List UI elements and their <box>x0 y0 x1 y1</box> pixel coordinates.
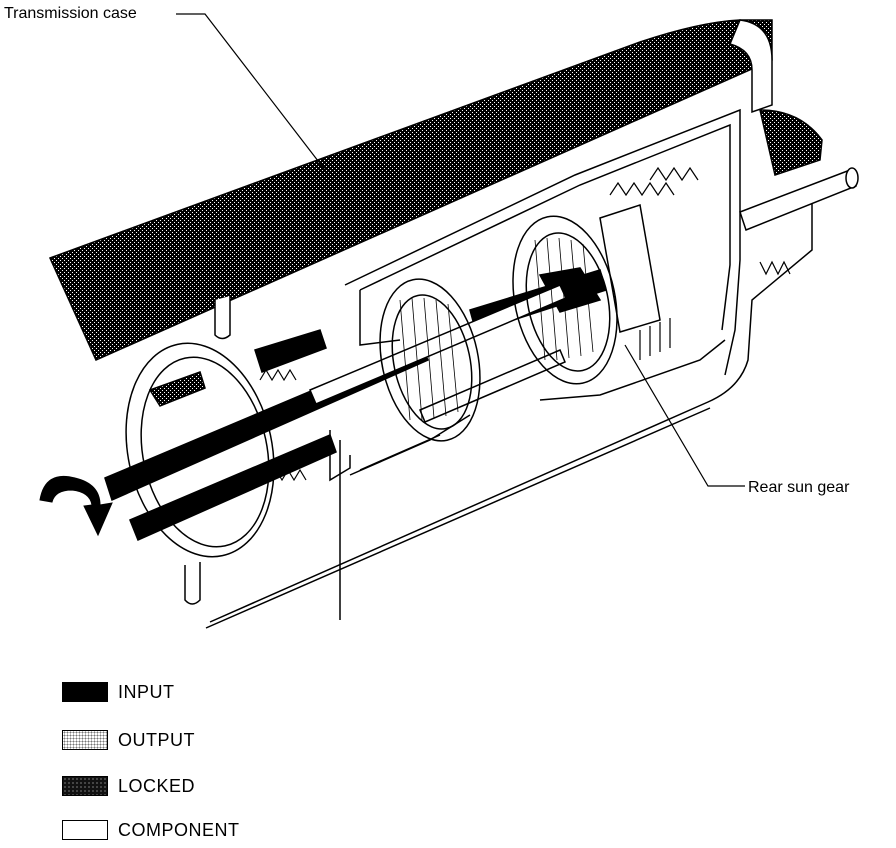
legend-label: INPUT <box>118 681 175 702</box>
front-planetary <box>379 278 481 442</box>
legend-item-output: OUTPUT <box>62 728 195 752</box>
rear-sun-gear-label: Rear sun gear <box>748 479 850 496</box>
legend-label: LOCKED <box>118 775 196 796</box>
clutch-packs <box>259 166 791 482</box>
transmission-case <box>48 19 823 361</box>
locked-swatch <box>62 776 108 796</box>
legend-item-component: COMPONENT <box>62 818 240 842</box>
leader-lines <box>176 13 745 487</box>
component-swatch <box>62 820 108 840</box>
legend-label: OUTPUT <box>118 729 195 750</box>
input-swatch <box>62 682 108 702</box>
output-shafts <box>309 167 859 423</box>
legend-label: COMPONENT <box>118 819 240 840</box>
mount-posts <box>184 296 231 605</box>
output-swatch <box>62 730 108 750</box>
transmission-case-label: Transmission case <box>4 5 137 22</box>
rear-planetary <box>512 204 661 385</box>
legend-item-input: INPUT <box>62 680 175 704</box>
housing-body <box>205 108 813 629</box>
legend-item-locked: LOCKED <box>62 774 195 798</box>
rotation-arrow-icon <box>39 475 113 537</box>
